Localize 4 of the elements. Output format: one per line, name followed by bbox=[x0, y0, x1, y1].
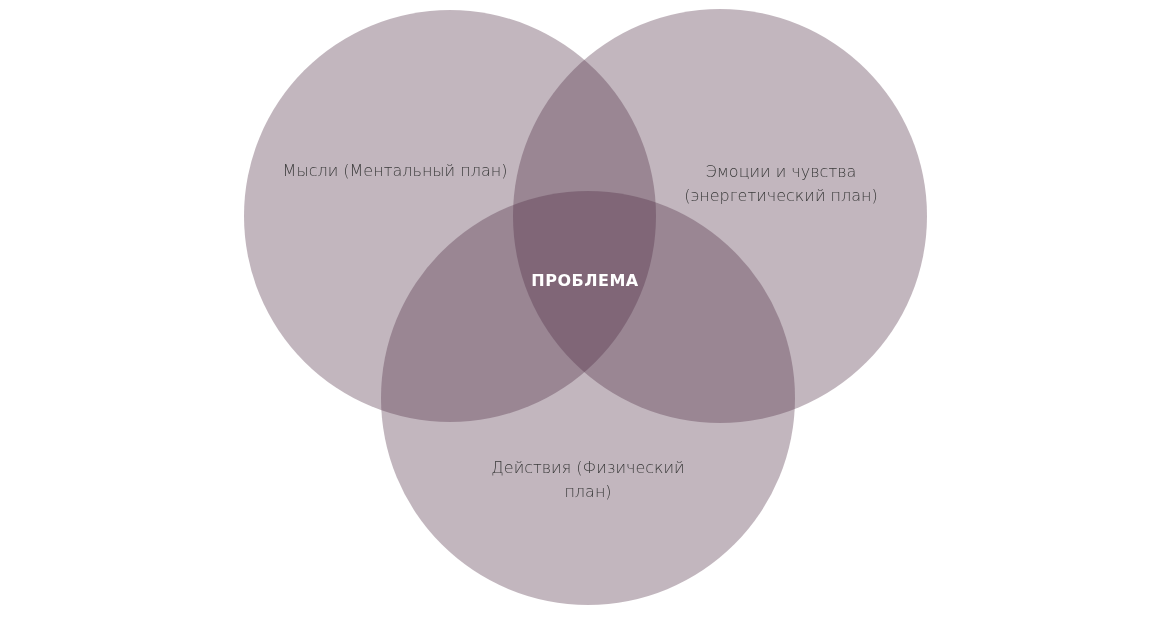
circle-label: Мысли (Ментальный план) bbox=[281, 160, 509, 182]
circle-label: Эмоции и чувства (энергетический план) bbox=[683, 161, 879, 207]
center-label: ПРОБЛЕМА bbox=[530, 271, 640, 290]
circle-label: Действия (Физический план) bbox=[490, 457, 686, 503]
